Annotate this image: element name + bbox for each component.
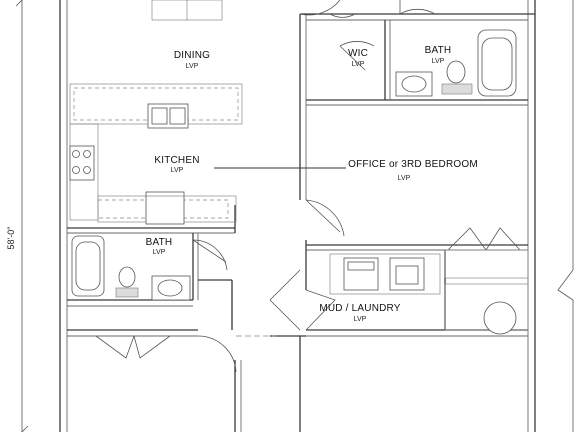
right-closet: [444, 227, 529, 335]
hall-doors: [197, 199, 345, 373]
floor-label-bath-upper: LVP: [432, 58, 445, 65]
overall-depth-label: 58'-0": [6, 227, 16, 250]
floor-label-kitchen: LVP: [171, 167, 184, 174]
room-label-dining: DINING: [174, 50, 210, 61]
dimension-line-left: [15, 0, 29, 432]
wic-door: [339, 41, 375, 71]
room-label-bath-upper: BATH: [425, 45, 452, 56]
floor-label-wic: LVP: [352, 61, 365, 68]
room-label-wic: WIC: [348, 48, 368, 59]
laundry-appliances: [329, 253, 441, 295]
lower-bath-fixtures: [71, 235, 228, 301]
lower-closet-doors: [95, 335, 171, 359]
floor-label-mud-laundry: LVP: [354, 316, 367, 323]
kitchen-counters: [69, 83, 243, 225]
dimension-break-right: [557, 0, 574, 432]
room-label-bath-lower: BATH: [146, 237, 173, 248]
exterior-walls: [59, 0, 536, 432]
floor-label-bath-lower: LVP: [153, 249, 166, 256]
floor-label-dining: LVP: [186, 63, 199, 70]
floor-label-office: LVP: [398, 175, 411, 182]
top-doors: [299, 0, 436, 18]
room-label-mud-laundry: MUD / LAUNDRY: [319, 303, 400, 314]
room-label-office: OFFICE or 3RD BEDROOM: [348, 159, 478, 170]
interior-walls: [67, 13, 535, 432]
upper-bath-fixtures: [395, 29, 517, 97]
dining-window: [151, 0, 223, 21]
room-label-kitchen: KITCHEN: [154, 155, 199, 166]
